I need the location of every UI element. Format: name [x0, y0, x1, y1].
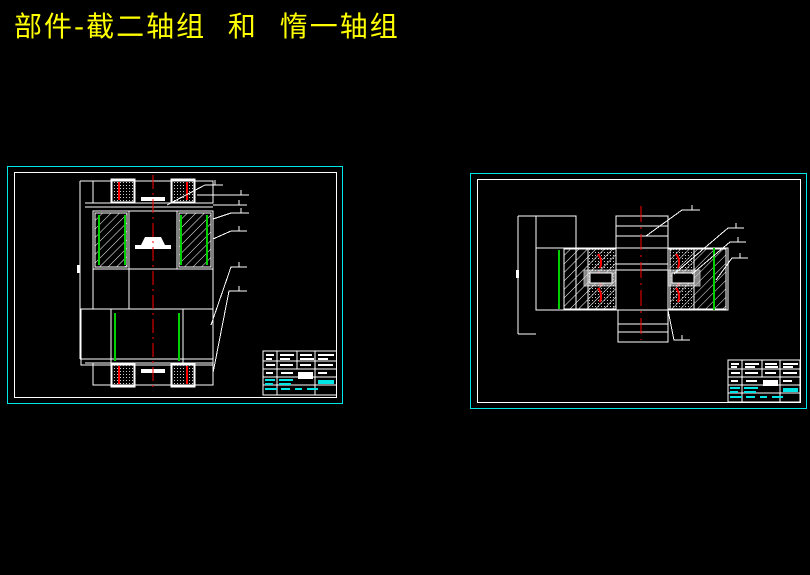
drawing-sheet-right — [470, 173, 807, 409]
balloon-marks — [681, 205, 748, 341]
drawing-inner-frame-right — [477, 179, 801, 403]
page-title: 部件-截二轴组 和 惰一轴组 — [14, 10, 400, 43]
drawing-inner-frame-left — [14, 172, 337, 398]
cad-drawing-jieerzhouzu — [15, 173, 336, 397]
seal-lines — [98, 215, 208, 361]
section-hatching — [94, 179, 212, 387]
outline-geometry — [516, 215, 729, 343]
seal-lines — [558, 248, 715, 310]
bearing-rollers — [118, 182, 188, 384]
bearing-cage — [583, 269, 701, 287]
balloon-marks — [214, 180, 249, 292]
title-block-left — [262, 350, 336, 396]
drawing-sheet-left — [7, 166, 343, 404]
title-block-right — [727, 359, 800, 402]
cad-drawing-duoyizhouzu — [478, 180, 800, 402]
outline-geometry — [77, 178, 214, 388]
